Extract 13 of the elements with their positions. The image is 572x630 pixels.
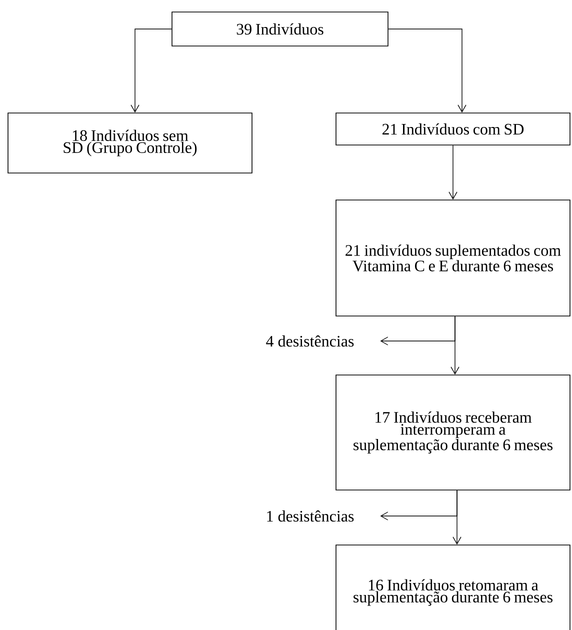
process-box: 16 Indivíduos retomaram a suplementação durante 6 meses [336, 544, 570, 630]
process-box: 17 Indivíduos receberam interromperam a suplementação durante 6 meses [336, 374, 570, 490]
arrow [130, 28, 172, 113]
process-box: 18 Indivíduos sem SD (Grupo Controle) [8, 112, 252, 174]
dropout-label: 4 desistências [266, 335, 354, 347]
process-box: 39 Indivíduos [172, 12, 388, 46]
arrow [380, 490, 458, 520]
arrow [388, 28, 466, 113]
arrow [380, 316, 456, 346]
arrow [448, 145, 458, 200]
process-box: 21 indivíduos suplementados com Vitamina C e E durante 6 meses [336, 200, 570, 316]
dropout-label: 1 desistências [267, 510, 354, 522]
process-box: 21 Indivíduos com SD [336, 112, 570, 146]
